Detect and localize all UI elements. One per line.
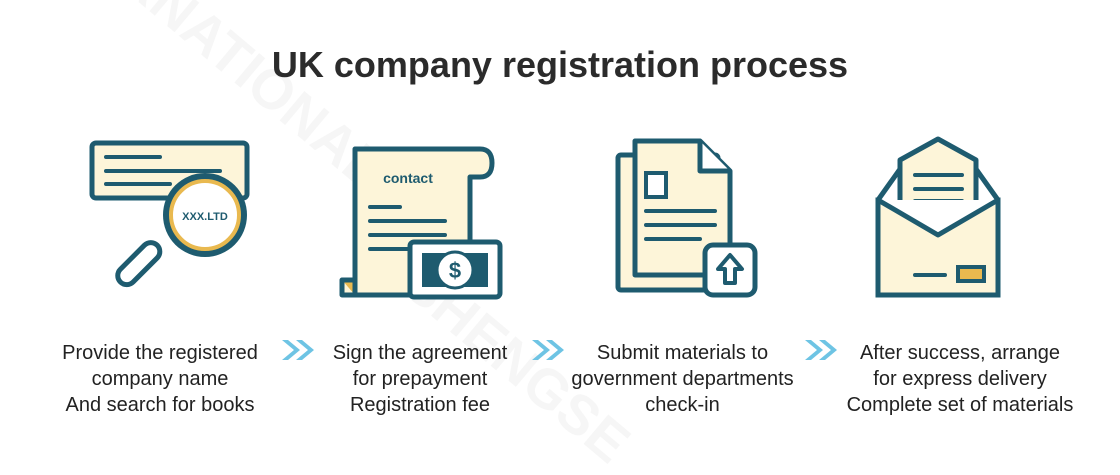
search-label: XXX.LTD: [182, 211, 228, 223]
step-line: Complete set of materials: [846, 394, 1074, 416]
step-4-text: After success, arrange for express deliv…: [830, 340, 1090, 418]
documents-stack-icon: [615, 138, 758, 298]
step-line: company name: [91, 368, 229, 390]
page-title: UK company registration process: [271, 44, 849, 85]
step-line: After success, arrange: [859, 342, 1061, 364]
step-line: Provide the registered: [62, 342, 258, 364]
chevron-right-icon: [532, 340, 564, 360]
contract-label: contact: [383, 170, 433, 186]
step-1-text: Provide the registered company name And …: [40, 340, 280, 418]
step-line: government departments: [571, 368, 794, 390]
dollar-bill-icon: $: [449, 258, 461, 283]
magnifier-search-icon: XXX.LTD: [89, 140, 250, 288]
step-line: Registration fee: [349, 394, 491, 416]
step-line: for prepayment: [352, 368, 488, 390]
step-line: And search for books: [65, 394, 255, 416]
contract-document-icon: contact $: [339, 146, 503, 300]
chevron-right-icon: [282, 340, 314, 360]
upload-arrow-icon: [716, 253, 744, 285]
step-2-text: Sign the agreement for prepayment Regist…: [305, 340, 535, 418]
step-line: Submit materials to: [596, 342, 769, 364]
envelope-box-icon: [875, 136, 1001, 298]
chevron-right-icon: [805, 340, 837, 360]
step-line: Sign the agreement: [332, 342, 508, 364]
step-line: check-in: [645, 394, 720, 416]
step-line: for express delivery: [873, 368, 1047, 390]
step-3-text: Submit materials to government departmen…: [560, 340, 805, 418]
